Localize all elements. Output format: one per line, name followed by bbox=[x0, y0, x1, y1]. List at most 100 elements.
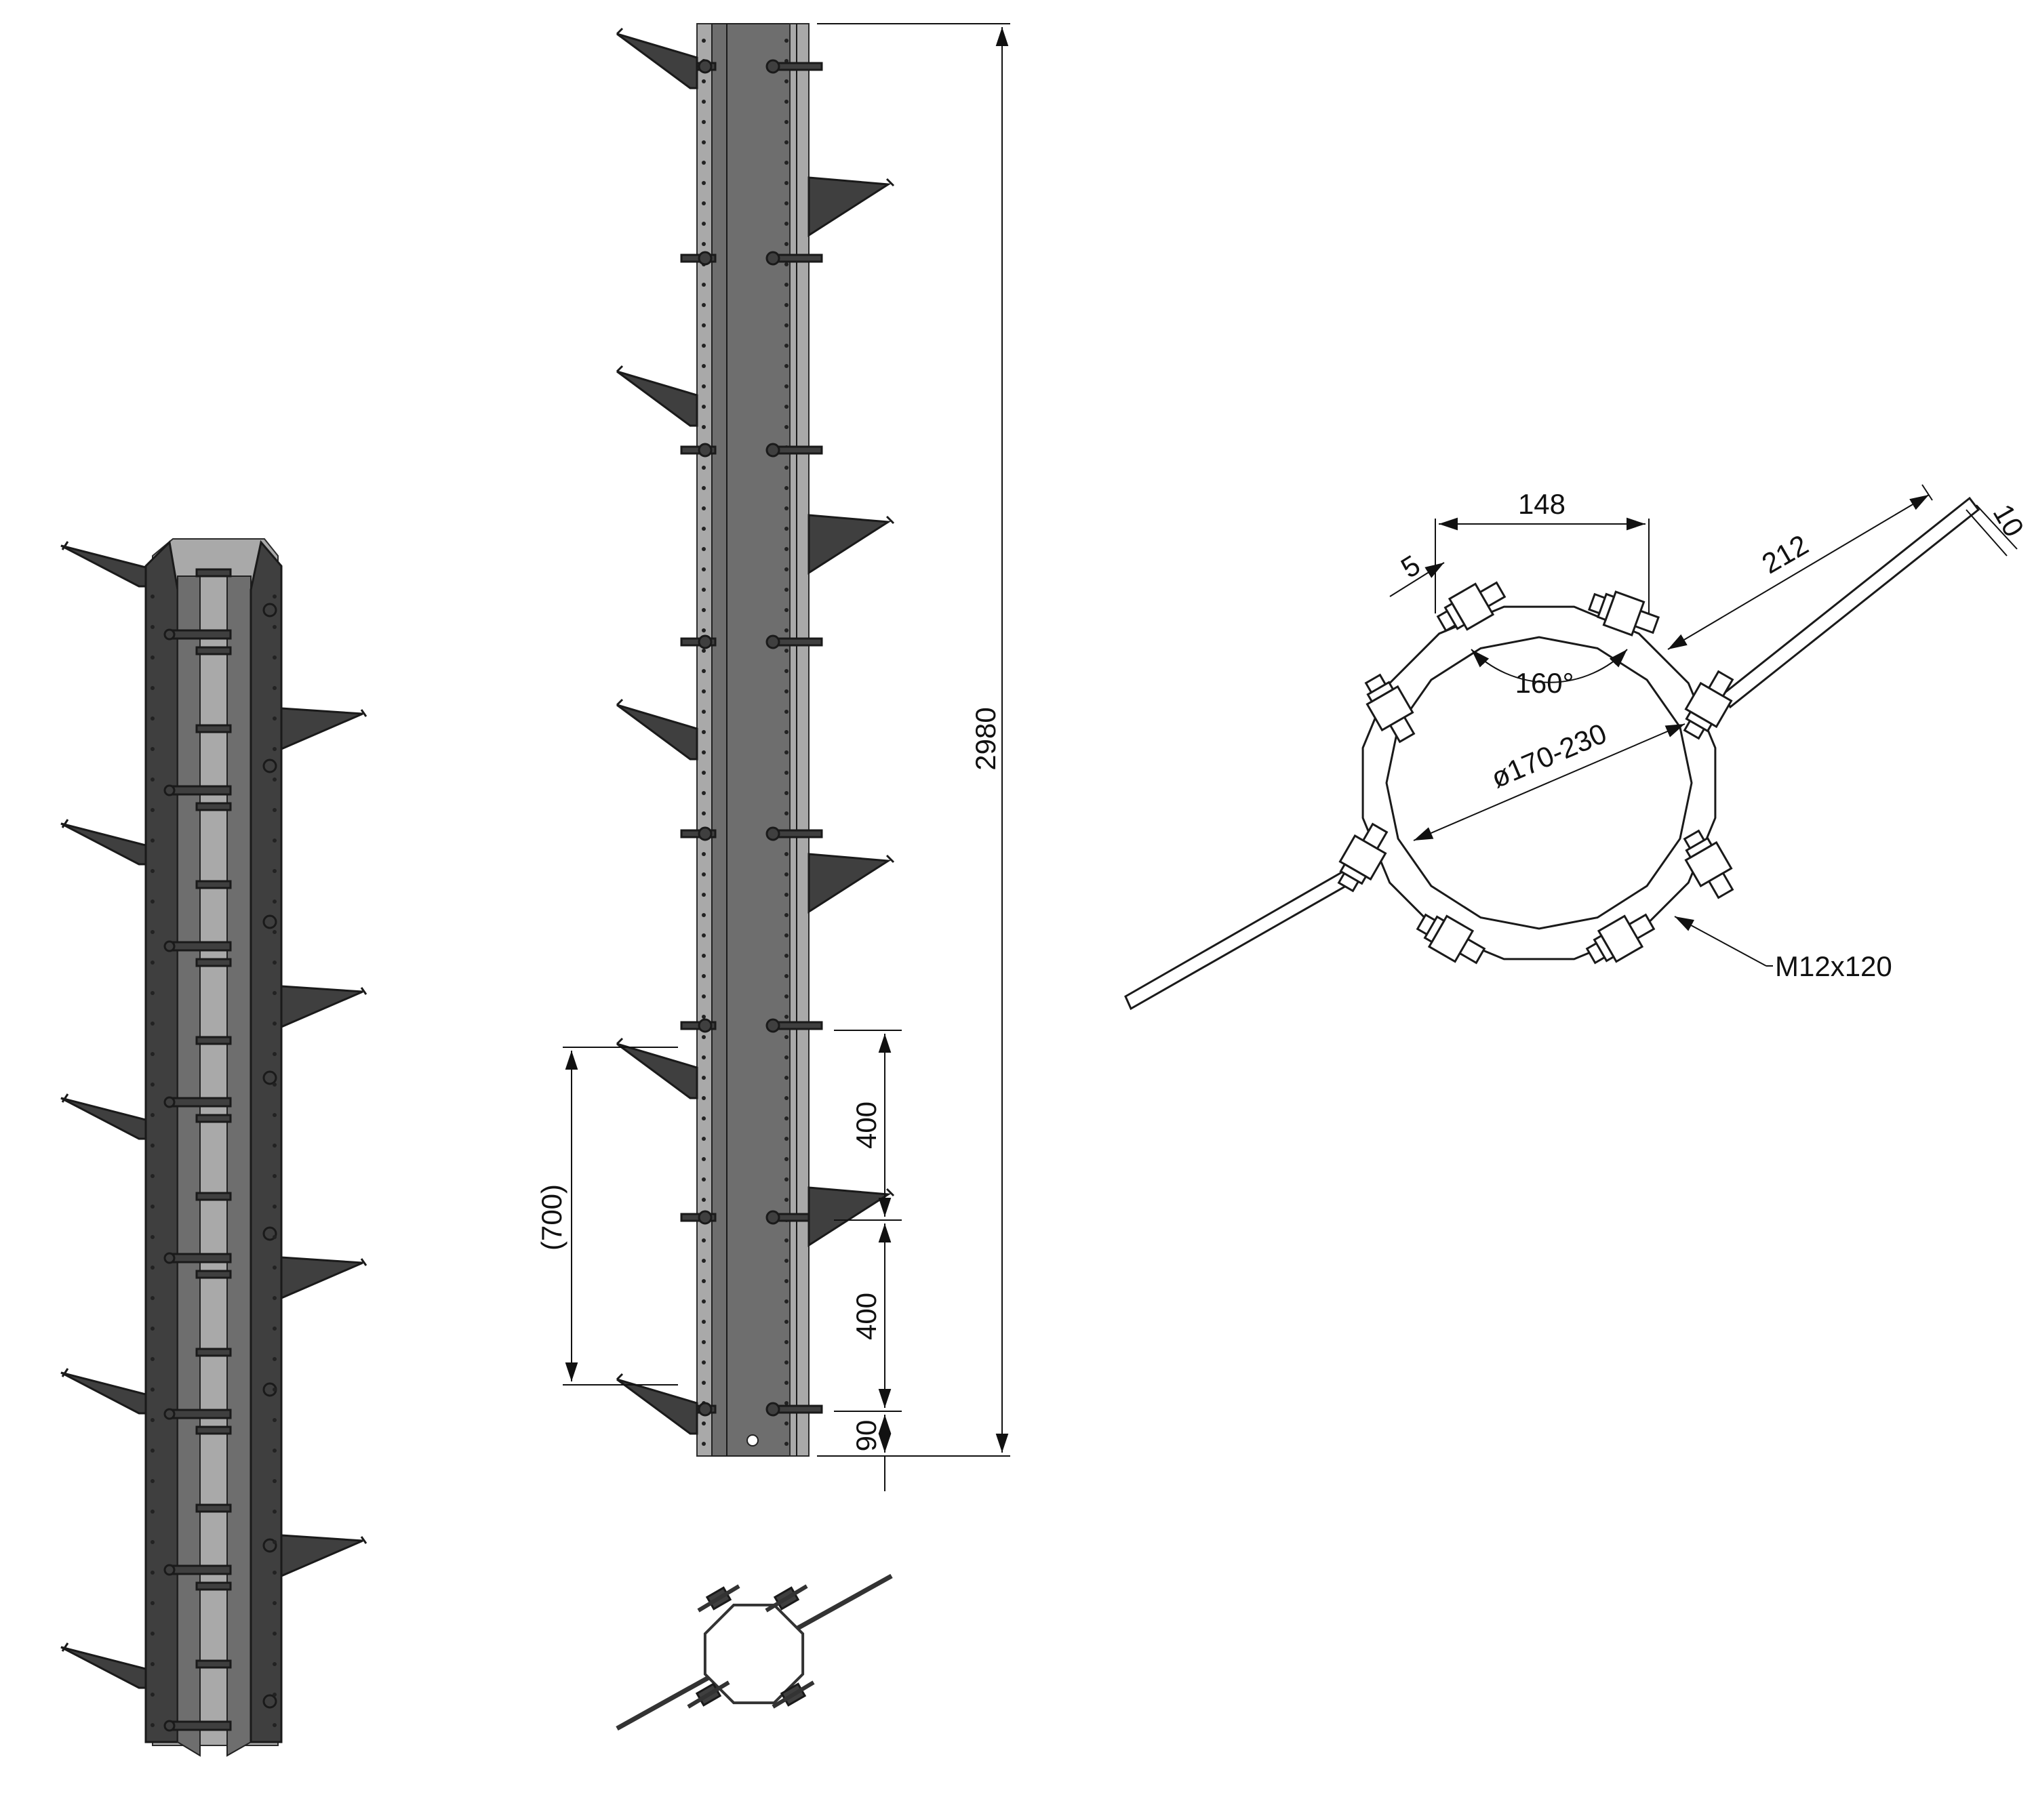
column-flange-right bbox=[250, 540, 283, 1743]
hole bbox=[702, 242, 706, 246]
hole bbox=[273, 1510, 277, 1514]
hole bbox=[784, 1076, 789, 1080]
hole bbox=[702, 527, 706, 531]
hole bbox=[784, 527, 789, 531]
bolt-washer bbox=[1443, 602, 1466, 630]
bracket-tip bbox=[616, 1037, 624, 1045]
clamp-bolt bbox=[765, 1584, 808, 1613]
rung bbox=[195, 880, 232, 889]
hole bbox=[702, 79, 706, 83]
rung bbox=[195, 1425, 232, 1435]
bracket-tip bbox=[360, 709, 367, 717]
hole bbox=[784, 140, 789, 144]
hole bbox=[702, 974, 706, 978]
hole bbox=[151, 1723, 155, 1727]
bolt-assembly bbox=[1683, 829, 1734, 899]
bracket-right bbox=[807, 176, 892, 237]
rung bbox=[195, 958, 232, 967]
hole bbox=[784, 39, 789, 43]
nut-left bbox=[698, 59, 713, 74]
rung bbox=[195, 568, 232, 578]
hole bbox=[151, 1388, 155, 1392]
hole bbox=[702, 1279, 706, 1283]
hole bbox=[784, 181, 789, 185]
hole bbox=[151, 808, 155, 812]
hole bbox=[273, 1418, 277, 1422]
hole bbox=[151, 1540, 155, 1544]
dim-arm-length: 212 bbox=[1757, 529, 1814, 580]
hole bbox=[784, 1137, 789, 1141]
bolt-right bbox=[772, 1404, 823, 1414]
dim-ref-spacing: (700) bbox=[536, 1184, 567, 1251]
hole bbox=[273, 1693, 277, 1697]
hole bbox=[702, 344, 706, 348]
hole bbox=[702, 1035, 706, 1039]
hole bbox=[273, 1357, 277, 1361]
hole bbox=[702, 811, 706, 815]
hole bbox=[273, 869, 277, 873]
bracket-tip bbox=[885, 854, 895, 864]
hole bbox=[784, 547, 789, 551]
hole bbox=[784, 689, 789, 693]
hole bbox=[702, 567, 706, 571]
hole bbox=[702, 547, 706, 551]
hole bbox=[784, 893, 789, 897]
bolt-head bbox=[163, 1564, 176, 1576]
hole bbox=[702, 628, 706, 632]
nut bbox=[262, 914, 277, 929]
dim-spacing-upper: 400 bbox=[850, 1101, 882, 1149]
hole bbox=[273, 1662, 277, 1666]
hole bbox=[702, 771, 706, 775]
bolt-right bbox=[772, 445, 823, 455]
hole bbox=[151, 838, 155, 843]
bolt bbox=[168, 1409, 232, 1419]
nut-right bbox=[765, 59, 780, 74]
bracket-tip bbox=[360, 987, 367, 995]
hole bbox=[273, 655, 277, 660]
hole bbox=[273, 1632, 277, 1636]
hole bbox=[702, 750, 706, 754]
hole bbox=[151, 899, 155, 904]
hole bbox=[784, 283, 789, 287]
hole bbox=[151, 1449, 155, 1453]
clamp-ring bbox=[703, 1603, 805, 1705]
bracket-tip bbox=[360, 1258, 367, 1266]
hole bbox=[702, 466, 706, 470]
hole bbox=[273, 899, 277, 904]
hole bbox=[273, 1113, 277, 1117]
arm-right bbox=[1720, 496, 1980, 709]
hole bbox=[702, 669, 706, 673]
hole bbox=[151, 747, 155, 751]
hole bbox=[784, 669, 789, 673]
hole bbox=[702, 1055, 706, 1059]
hole bbox=[784, 974, 789, 978]
dim-arm-width: 10 bbox=[1987, 499, 2031, 542]
bolt-assembly bbox=[1587, 590, 1660, 636]
hole bbox=[784, 1360, 789, 1364]
hole bbox=[273, 1571, 277, 1575]
hole bbox=[784, 1401, 789, 1405]
bolt bbox=[168, 1720, 232, 1731]
hole bbox=[784, 120, 789, 124]
hole bbox=[702, 486, 706, 490]
bolt-head bbox=[163, 784, 176, 796]
rung bbox=[195, 1503, 232, 1513]
hole bbox=[273, 1723, 277, 1727]
bolt-assembly bbox=[1364, 673, 1416, 744]
hole bbox=[702, 405, 706, 409]
bolt-right bbox=[772, 829, 823, 838]
hole bbox=[702, 303, 706, 307]
hole bbox=[273, 1296, 277, 1300]
nut bbox=[262, 1694, 277, 1709]
bracket-right bbox=[280, 707, 363, 751]
hole bbox=[702, 933, 706, 937]
hole bbox=[784, 608, 789, 612]
hole bbox=[784, 1238, 789, 1242]
nut-right bbox=[765, 1210, 780, 1225]
hole bbox=[784, 425, 789, 429]
hole bbox=[702, 1320, 706, 1324]
bolt-assembly bbox=[1683, 670, 1734, 740]
bolt bbox=[168, 785, 232, 796]
bolt-assembly bbox=[1416, 913, 1486, 965]
hole bbox=[784, 1157, 789, 1161]
